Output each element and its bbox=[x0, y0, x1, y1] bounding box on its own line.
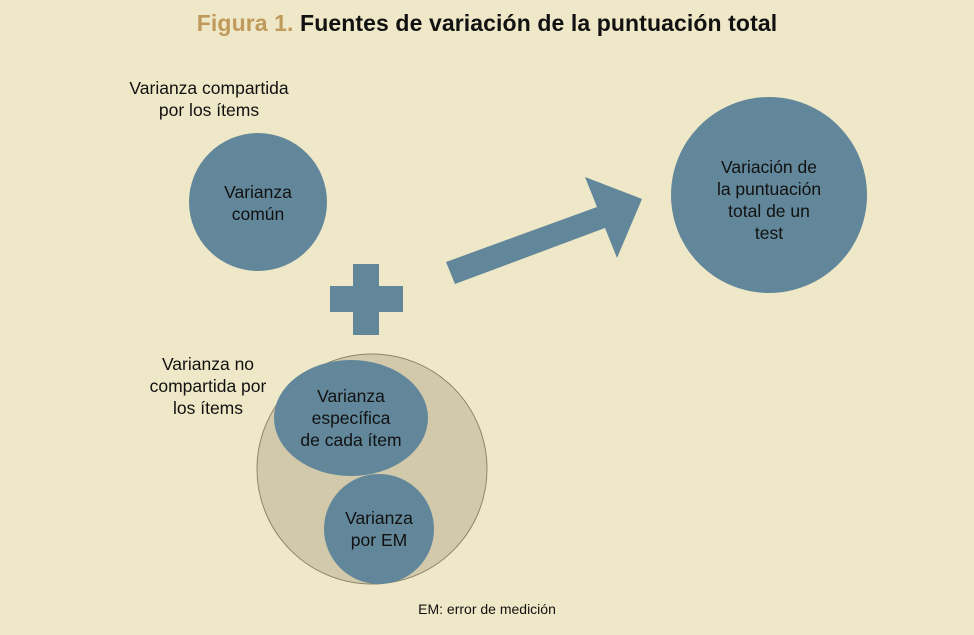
em-variance-text: Varianza por EM bbox=[324, 507, 434, 551]
figure-caption: Fuentes de variación de la puntuación to… bbox=[300, 10, 778, 36]
em-variance-text-line: por EM bbox=[350, 530, 408, 550]
common-variance-text-line: Varianza bbox=[224, 182, 292, 202]
em-variance-circle bbox=[324, 474, 434, 584]
shared-variance-label-line: Varianza compartida bbox=[129, 78, 289, 98]
nonshared-variance-label-line: compartida por bbox=[149, 376, 267, 396]
footnote: EM: error de medición bbox=[418, 601, 556, 617]
shared-variance-label: Varianza compartida por los ítems bbox=[104, 77, 314, 121]
total-variation-text-line: Variación de bbox=[721, 157, 817, 177]
nonshared-variance-label-line: Varianza no bbox=[161, 354, 255, 374]
specific-variance-text-line: de cada ítem bbox=[300, 430, 402, 450]
common-variance-circle bbox=[189, 133, 327, 271]
nonshared-variance-label: Varianza no compartida por los ítems bbox=[130, 353, 286, 419]
specific-variance-ellipse bbox=[274, 360, 428, 476]
common-variance-text-line: común bbox=[231, 204, 285, 224]
total-variation-text-line: total de un bbox=[728, 201, 810, 221]
specific-variance-text-line: Varianza bbox=[317, 386, 385, 406]
shared-variance-label-line: por los ítems bbox=[158, 100, 260, 120]
specific-variance-text: Varianza específica de cada ítem bbox=[281, 385, 421, 451]
total-variation-circle bbox=[671, 97, 867, 293]
specific-variance-text-line: específica bbox=[311, 408, 391, 428]
common-variance-text: Varianza común bbox=[198, 181, 318, 225]
total-variation-text: Variación de la puntuación total de un t… bbox=[694, 156, 844, 244]
figure-title: Figura 1. Fuentes de variación de la pun… bbox=[0, 10, 974, 37]
plus-icon bbox=[330, 264, 403, 335]
total-variation-text-line: test bbox=[754, 223, 784, 243]
total-variation-text-line: la puntuación bbox=[716, 179, 822, 199]
em-variance-text-line: Varianza bbox=[345, 508, 413, 528]
nonshared-variance-label-line: los ítems bbox=[172, 398, 244, 418]
figure-number: Figura 1. bbox=[196, 10, 294, 36]
arrow-icon bbox=[446, 177, 642, 284]
